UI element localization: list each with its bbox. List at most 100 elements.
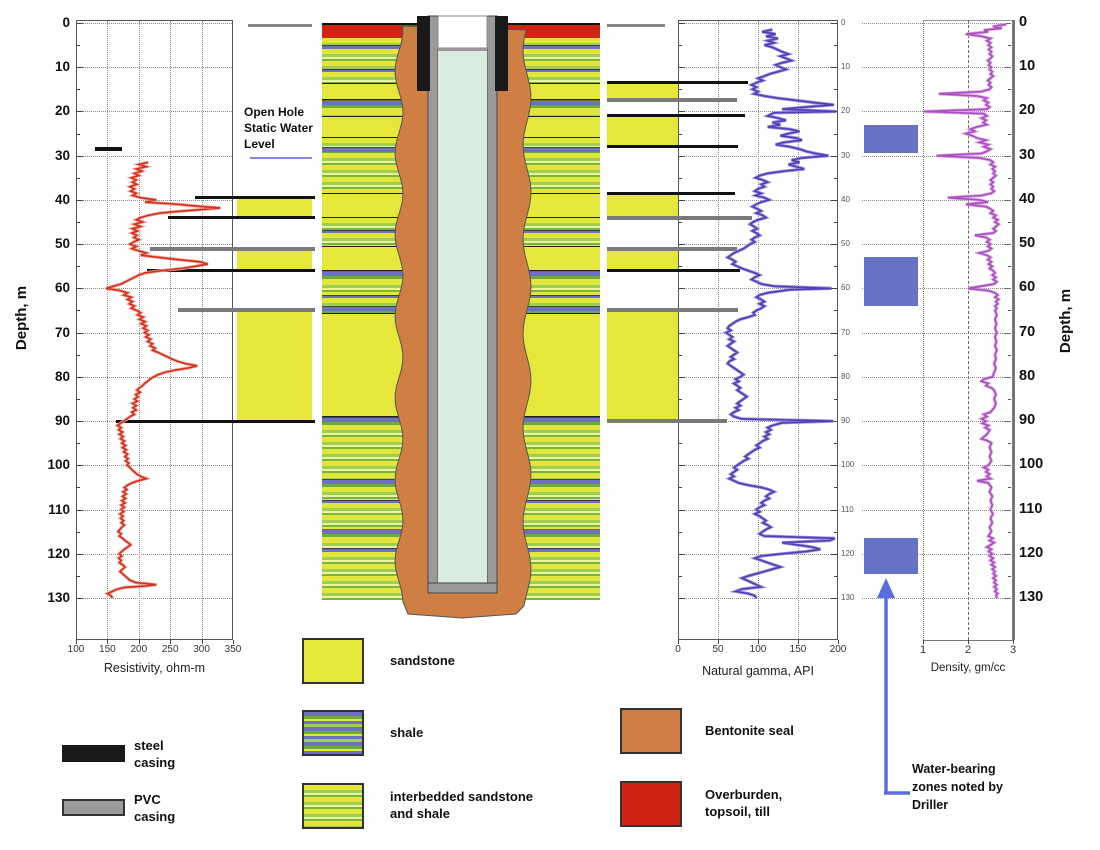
den-depth-label: 130 <box>1019 588 1044 605</box>
gam-xtick-label: 0 <box>675 644 681 655</box>
gam-depth-label: 80 <box>841 371 850 381</box>
open-hole-water-level-note: Open Hole Static Water Level <box>244 104 313 159</box>
gam-hgrid-30 <box>679 155 837 157</box>
casing-marker-line-left <box>168 216 315 220</box>
res-depth-tick <box>77 531 80 533</box>
gam-hgrid-50 <box>679 244 837 246</box>
casing-marker-line-right <box>607 269 740 273</box>
legend-label-overburden: Overburden, topsoil, till <box>705 787 783 819</box>
res-hgrid-50 <box>77 244 232 246</box>
well-air-gap <box>437 15 488 49</box>
cross-hgrid-0 <box>862 23 1013 24</box>
res-xtick-300 <box>201 640 203 644</box>
gam-depth-label: 50 <box>841 239 850 249</box>
res-depth-label: 100 <box>47 457 70 473</box>
gam-depth-label: 100 <box>841 460 855 470</box>
water-bearing-arrow <box>877 578 910 795</box>
gam-xtick-150 <box>798 640 799 644</box>
res-depth-tick <box>77 465 83 467</box>
den-depth-label: 70 <box>1019 323 1036 340</box>
gam-hgrid-110 <box>679 509 837 511</box>
gam-depth-tick <box>831 111 837 113</box>
gam-depth-tick <box>679 443 682 445</box>
res-vgrid-300 <box>201 21 203 639</box>
gam-depth-label: 90 <box>841 416 850 426</box>
res-xtick-label: 150 <box>99 644 116 655</box>
gam-xtick-label: 100 <box>749 644 767 655</box>
gam-depth-label: 0 <box>841 18 846 27</box>
legend-label-sandstone: sandstone <box>390 653 456 668</box>
res-depth-label: 120 <box>47 545 70 561</box>
gam-depth-tick <box>834 133 837 135</box>
gam-depth-tick <box>679 155 685 157</box>
den-depth-tick <box>1008 443 1011 445</box>
gam-depth-tick <box>679 509 685 511</box>
gam-depth-tick <box>834 531 837 533</box>
gam-xtick-label: 150 <box>789 644 807 655</box>
res-depth-tick <box>77 332 83 334</box>
sandstone-zone-left <box>237 310 312 422</box>
den-depth-tick <box>1008 177 1011 179</box>
sandstone-zone-left <box>237 248 312 271</box>
steel-casing-right <box>495 16 508 91</box>
res-xtick-label: 300 <box>193 644 210 655</box>
den-depth-tick <box>1008 531 1011 533</box>
legend-swatch-shale <box>302 710 364 756</box>
gam-depth-tick <box>679 23 685 24</box>
gam-hgrid-10 <box>679 67 837 69</box>
cross-hgrid-90 <box>862 421 1013 423</box>
res-depth-label: 90 <box>54 413 70 429</box>
den-depth-tick <box>1008 310 1011 312</box>
casing-marker-line-right <box>607 145 738 149</box>
den-depth-label: 0 <box>1019 14 1028 30</box>
res-xtick-100 <box>76 640 77 644</box>
den-depth-tick <box>1008 266 1011 268</box>
gam-depth-tick <box>679 288 685 290</box>
res-depth-label: 110 <box>48 501 70 517</box>
gam-depth-tick <box>679 531 682 533</box>
water-bearing-note-line3: Driller <box>912 798 949 812</box>
gam-depth-tick <box>679 199 685 201</box>
cross-hgrid-70 <box>862 332 1013 334</box>
den-depth-tick <box>1008 575 1011 577</box>
den-depth-tick <box>1008 222 1011 224</box>
res-xtick-150 <box>107 640 109 644</box>
res-depth-tick <box>77 597 83 599</box>
water-bearing-zone-square <box>864 124 918 154</box>
gam-depth-label: 110 <box>841 504 854 514</box>
res-hgrid-10 <box>77 67 232 69</box>
res-depth-tick <box>77 398 80 400</box>
cross-hgrid-110 <box>862 509 1013 511</box>
casing-marker-line-left <box>116 419 315 423</box>
water-bearing-note: Water-bearing zones noted by Driller <box>912 760 1003 814</box>
arrow-head-icon <box>877 578 895 598</box>
casing-marker-line-right <box>607 246 737 251</box>
legend-swatch-pvc-casing <box>62 799 125 816</box>
den-xtick-3 <box>1013 640 1014 644</box>
casing-marker-line-right <box>607 419 727 424</box>
resistivity-axis-title: Resistivity, ohm-m <box>103 661 206 675</box>
gam-vgrid-150 <box>798 21 799 639</box>
gam-hgrid-20 <box>679 111 837 113</box>
cross-hgrid-50 <box>862 244 1013 246</box>
gam-depth-tick <box>679 354 682 356</box>
depth-axis-label-left: Depth, m <box>13 285 30 351</box>
water-bearing-zone-square <box>864 257 918 307</box>
well-construction <box>394 15 532 619</box>
sandstone-zone-right <box>607 248 678 271</box>
res-depth-tick <box>77 310 80 312</box>
open-hole-note-line1: Open Hole <box>244 105 305 119</box>
gam-depth-tick <box>831 199 837 201</box>
res-depth-tick <box>77 244 83 246</box>
gam-hgrid-120 <box>679 553 837 555</box>
res-depth-label: 130 <box>47 589 70 605</box>
gam-depth-label: 30 <box>841 150 850 160</box>
res-xtick-350 <box>233 640 234 644</box>
gam-depth-tick <box>679 597 685 599</box>
gam-depth-label: 120 <box>841 548 855 558</box>
den-xtick-label: 2 <box>964 644 972 656</box>
res-hgrid-60 <box>77 288 232 290</box>
gam-depth-tick <box>831 67 837 69</box>
den-depth-label: 30 <box>1019 146 1036 163</box>
gam-depth-label: 10 <box>841 62 850 72</box>
